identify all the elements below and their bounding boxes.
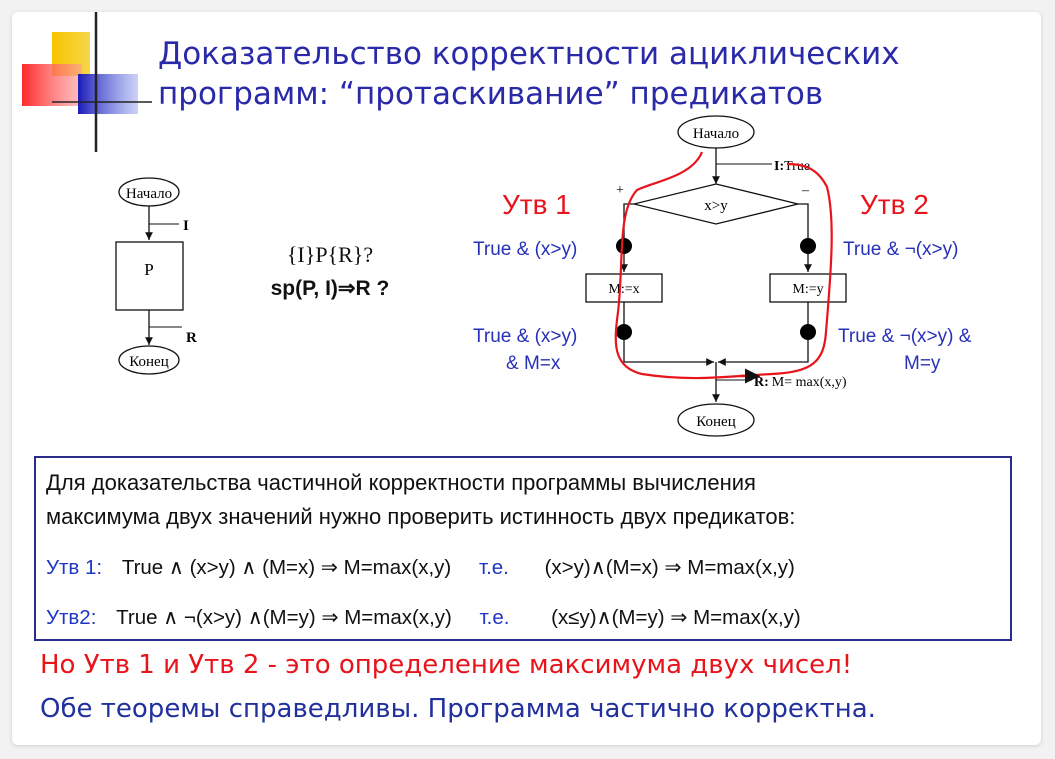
right-pre-label: I:	[774, 159, 784, 174]
annotation-left-bottom-1: True & (x>y)	[473, 326, 577, 347]
branch-plus: +	[616, 183, 624, 198]
right-merge-line	[718, 302, 808, 362]
point-right-bottom	[800, 324, 816, 340]
proof-intro: Для доказательства частичной корректност…	[46, 466, 795, 534]
hoare-triple: {I}P{R}?	[287, 242, 373, 267]
statement-2: Утв2: True ∧ ¬(x>y) ∧(M=y) ⇒ M=max(x,y) …	[46, 605, 801, 630]
left-pre-label: I	[183, 218, 189, 234]
utv1-label: Утв 1	[502, 189, 571, 220]
proof-intro-line-1: Для доказательства частичной корректност…	[46, 466, 795, 500]
right-end-label: Конец	[696, 414, 735, 430]
branch-minus: –	[801, 183, 810, 198]
left-post-label: R	[186, 330, 197, 346]
left-merge-line	[624, 302, 714, 362]
statement-2-expr: True ∧ ¬(x>y) ∧(M=y) ⇒ M=max(x,y)	[116, 606, 452, 629]
right-post-text: R:M= max(x,y)	[754, 375, 847, 390]
left-start-label: Начало	[126, 186, 172, 202]
annotation-right-top: True & ¬(x>y)	[843, 239, 958, 260]
left-block-label: P	[144, 260, 153, 279]
annotation-right-bottom-2: M=y	[904, 353, 941, 374]
strongest-postcondition-question: sp(P, I)⇒R ?	[271, 277, 390, 300]
left-end-label: Конец	[129, 354, 168, 370]
statement-2-te: т.е.	[480, 606, 510, 629]
statement-1: Утв 1: True ∧ (x>y) ∧ (M=x) ⇒ M=max(x,y)…	[46, 555, 795, 580]
statement-1-simplified: (x>y)∧(M=x) ⇒ M=max(x,y)	[545, 556, 795, 579]
proof-intro-line-2: максимума двух значений нужно проверить …	[46, 500, 795, 534]
point-left-bottom	[616, 324, 632, 340]
right-start-label: Начало	[693, 126, 739, 142]
condition-label: x>y	[704, 198, 728, 214]
statement-1-te: т.е.	[479, 556, 509, 579]
statement-2-tag: Утв2:	[46, 606, 96, 629]
point-left-top	[616, 238, 632, 254]
statement-1-tag: Утв 1:	[46, 556, 102, 579]
right-branch-line	[798, 204, 808, 272]
left-flowchart: Начало I P R Конец	[116, 178, 197, 374]
point-right-top	[800, 238, 816, 254]
assign-right-label: M:=y	[792, 282, 823, 297]
right-flowchart: Начало I:True x>y + – M:=x M:=y R:M= max…	[586, 116, 847, 436]
statement-2-simplified: (x≤y)∧(M=y) ⇒ M=max(x,y)	[551, 606, 801, 629]
slide: Доказательство корректности ациклических…	[12, 12, 1041, 745]
utv2-label: Утв 2	[860, 189, 929, 220]
annotation-left-bottom-2: & M=x	[506, 353, 561, 374]
conclusion-line-2: Обе теоремы справедливы. Программа части…	[40, 694, 876, 724]
statement-1-expr: True ∧ (x>y) ∧ (M=x) ⇒ M=max(x,y)	[122, 556, 451, 579]
conclusion-line-1: Но Утв 1 и Утв 2 - это определение макси…	[40, 650, 852, 680]
annotation-right-bottom-1: True & ¬(x>y) &	[838, 326, 972, 347]
assign-left-label: M:=x	[608, 282, 639, 297]
proof-box: Для доказательства частичной корректност…	[34, 456, 1012, 641]
right-post-value: M= max(x,y)	[772, 375, 847, 390]
annotation-left-top: True & (x>y)	[473, 239, 577, 260]
flowchart-diagram: Начало I P R Конец {I}P{R}? sp(P, I)⇒R ?…	[12, 12, 1041, 452]
